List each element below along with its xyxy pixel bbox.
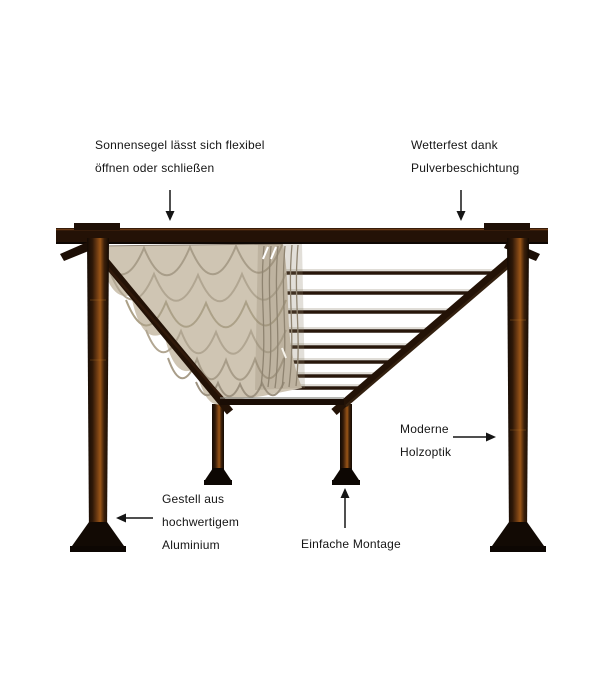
arrow-down-icon: [456, 190, 466, 221]
rear-posts: [204, 404, 360, 485]
annotation-assembly: Einfache Montage: [301, 533, 401, 556]
side-beams: [92, 246, 525, 416]
canopy-ties: [262, 246, 287, 359]
annotation-canopy-line-2: öffnen oder schließen: [95, 161, 215, 175]
annotation-frame-line-1: Gestell aus: [162, 492, 225, 506]
callout-arrows: [116, 190, 496, 528]
arrow-down-icon: [165, 190, 175, 221]
canopy-gather: [260, 244, 299, 389]
annotation-weatherproof-line-1: Wetterfest dank: [411, 138, 498, 152]
annotation-weatherproof: Wetterfest dank Pulverbeschichtung: [411, 134, 519, 180]
canopy-fabric: [97, 243, 305, 405]
annotation-frame-line-2: hochwertigem: [162, 515, 240, 529]
annotation-wood-look: Moderne Holzoptik: [400, 418, 451, 464]
arrow-up-icon: [340, 488, 350, 528]
annotation-frame: Gestell aus hochwertigem Aluminium: [162, 488, 239, 557]
arrow-left-icon: [116, 513, 153, 523]
annotation-wood-look-line-1: Moderne: [400, 422, 449, 436]
annotation-canopy: Sonnensegel lässt sich flexibel öffnen o…: [95, 134, 265, 180]
front-posts: [70, 238, 546, 552]
arrow-right-icon: [453, 432, 496, 442]
annotation-weatherproof-line-2: Pulverbeschichtung: [411, 161, 520, 175]
annotation-frame-line-3: Aluminium: [162, 538, 220, 552]
annotation-canopy-line-1: Sonnensegel lässt sich flexibel: [95, 138, 265, 152]
annotation-wood-look-line-2: Holzoptik: [400, 445, 452, 459]
annotation-assembly-line-1: Einfache Montage: [301, 537, 401, 551]
